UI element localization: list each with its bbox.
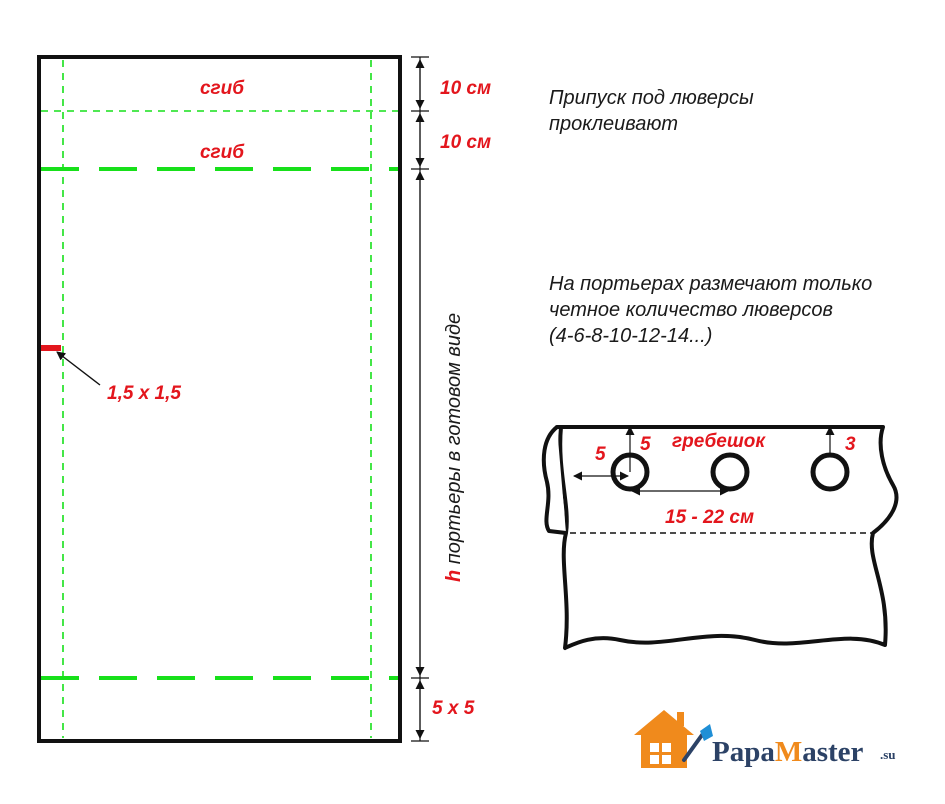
logo-prefix: Papa [712,736,775,768]
fabric-outline [555,425,899,650]
fold-label-top: сгиб [200,78,245,99]
logo-accent: M [775,736,802,768]
spacing-label: 15 - 22 см [665,507,754,528]
dimension-line-group: 10 см 10 см h портьеры в готовом виде 5 … [411,56,491,742]
curtain-panel: сгиб сгиб 1,5 х 1,5 [37,55,402,743]
ring-offset-label: 3 [845,434,856,455]
grommet-mark-pointer [56,351,101,386]
bottom-hem-label: 5 х 5 [432,698,475,719]
left-offset-label: 5 [595,444,606,465]
top-allowance-label: 10 см [440,78,491,99]
grommet-ring-2 [710,452,750,492]
logo-domain: .su [880,747,896,762]
grommet-detail: 5 5 гребешок 3 15 - 22 см [541,425,899,650]
second-allowance-label: 10 см [440,132,491,153]
note-glue-line2: проклеивают [549,113,678,135]
fabric-fold-flap [541,425,567,535]
panel-outline [37,55,402,743]
height-letter: h [443,570,465,582]
logo-brand-text: PapaMaster [712,736,864,768]
height-text: портьеры в готовом виде [443,313,465,570]
note-count-line2: четное количество люверсов [549,299,833,321]
note-count-line3: (4-6-8-10-12-14...) [549,325,712,347]
brush-icon [682,724,713,762]
scallop-label: гребешок [672,431,766,452]
fold-label-second: сгиб [200,142,245,163]
note-count-line1: На портьерах размечают только [549,273,872,295]
height-label: h портьеры в готовом виде [443,313,465,582]
logo-suffix: aster [802,736,863,768]
notes: Припуск под люверсы проклеивают На порть… [549,87,872,347]
papamaster-logo[interactable]: PapaMaster .su [634,710,896,768]
grommet-mark-size: 1,5 х 1,5 [107,383,181,404]
note-glue-line1: Припуск под люверсы [549,87,754,109]
house-icon [634,710,694,768]
grommet-position-mark [41,345,61,351]
top-offset-label: 5 [640,434,651,455]
